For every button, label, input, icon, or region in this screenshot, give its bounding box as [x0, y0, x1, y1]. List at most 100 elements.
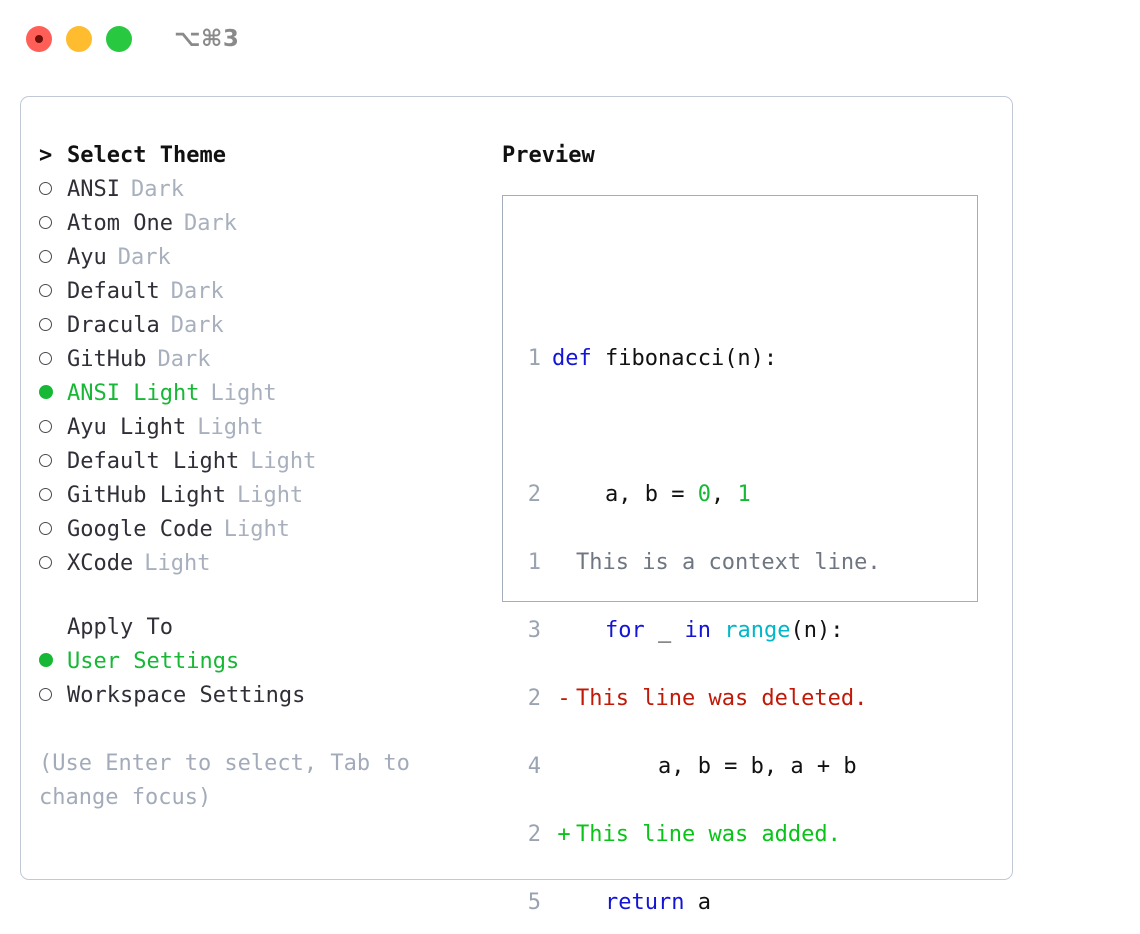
code-line: 2 a, b = 0, 1: [517, 478, 857, 512]
theme-selector-pane: > Select Theme ANSI Dark Atom One Dark A…: [39, 139, 479, 815]
theme-item-ayu-dark[interactable]: Ayu Dark: [39, 241, 479, 275]
diff-content: This line was deleted.: [576, 686, 868, 711]
theme-item-label: ANSI: [67, 177, 120, 202]
theme-item-ansi-light[interactable]: ANSI Light Light: [39, 377, 479, 411]
diff-marker: +: [557, 822, 571, 847]
preview-title: Preview: [502, 143, 595, 168]
line-number: 2: [527, 822, 541, 847]
theme-item-label: ANSI Light: [67, 381, 200, 406]
theme-item-variant: Dark: [117, 245, 171, 270]
theme-item-github-light[interactable]: GitHub Light Light: [39, 479, 479, 513]
minimize-window-button[interactable]: [66, 26, 92, 52]
theme-item-label: Default: [67, 279, 160, 304]
line-number: 1: [527, 346, 541, 371]
theme-item-variant: Dark: [130, 177, 184, 202]
diff-marker: [552, 546, 576, 580]
theme-item-atom-one-dark[interactable]: Atom One Dark: [39, 207, 479, 241]
code-line: 5 return a: [517, 886, 857, 920]
apply-to-header: Apply To: [39, 611, 479, 645]
radio-unselected-icon: [39, 343, 67, 377]
theme-item-label: GitHub Light: [67, 483, 226, 508]
code-content: return a: [604, 890, 711, 915]
apply-to-workspace-settings[interactable]: Workspace Settings: [39, 679, 479, 713]
theme-item-variant: Light: [210, 381, 277, 406]
radio-unselected-icon: [39, 275, 67, 309]
theme-item-variant: Dark: [170, 313, 224, 338]
theme-item-label: Ayu: [67, 245, 107, 270]
code-content: a, b = 0, 1: [552, 482, 751, 507]
theme-item-variant: Light: [223, 517, 290, 542]
radio-unselected-icon: [39, 207, 67, 241]
diff-content: This line was added.: [576, 822, 841, 847]
radio-unselected-icon: [39, 445, 67, 479]
theme-item-google-code[interactable]: Google Code Light: [39, 513, 479, 547]
diff-line-added: 2 + This line was added.: [517, 818, 881, 852]
theme-item-variant: Dark: [170, 279, 224, 304]
apply-to-item-label: Workspace Settings: [67, 683, 306, 708]
keyboard-hint-text: (Use Enter to select, Tab to change focu…: [39, 751, 424, 810]
radio-unselected-icon: [39, 479, 67, 513]
code-content: def fibonacci(n):: [552, 346, 778, 371]
section-divider: [39, 581, 479, 611]
theme-item-variant: Dark: [157, 347, 211, 372]
theme-item-variant: Dark: [183, 211, 237, 236]
theme-item-github-dark[interactable]: GitHub Dark: [39, 343, 479, 377]
diff-content: This is a context line.: [576, 550, 881, 575]
theme-item-label: GitHub: [67, 347, 147, 372]
theme-item-dracula-dark[interactable]: Dracula Dark: [39, 309, 479, 343]
line-number: 5: [527, 890, 541, 915]
code-content: for _ in range(n):: [604, 618, 844, 643]
radio-unselected-icon: [39, 513, 67, 547]
theme-item-default-light[interactable]: Default Light Light: [39, 445, 479, 479]
radio-selected-icon: [39, 645, 67, 679]
diff-sample: 1 This is a context line. 2 - This line …: [517, 444, 881, 934]
theme-item-label: Google Code: [67, 517, 213, 542]
code-line: 3 for _ in range(n):: [517, 614, 857, 648]
line-number: 1: [527, 550, 541, 575]
theme-item-variant: Light: [197, 415, 264, 440]
maximize-window-button[interactable]: [106, 26, 132, 52]
prompt-caret-icon: >: [39, 143, 53, 168]
theme-item-ayu-light[interactable]: Ayu Light Light: [39, 411, 479, 445]
diff-line-context: 1 This is a context line.: [517, 546, 881, 580]
preview-pane: Preview 1 def fibonacci(n): 2 a, b = 0, …: [502, 139, 992, 915]
window-controls: [26, 26, 132, 52]
radio-unselected-icon: [39, 173, 67, 207]
radio-unselected-icon: [39, 309, 67, 343]
line-number: 2: [527, 482, 541, 507]
radio-unselected-icon: [39, 411, 67, 445]
keyboard-shortcut-label: ⌥⌘3: [174, 26, 240, 52]
radio-unselected-icon: [39, 679, 67, 713]
code-content: a, b = b, a + b: [552, 754, 857, 779]
theme-item-label: Ayu Light: [67, 415, 187, 440]
radio-unselected-icon: [39, 547, 67, 581]
close-icon: [35, 35, 43, 43]
theme-item-variant: Light: [250, 449, 317, 474]
close-window-button[interactable]: [26, 26, 52, 52]
theme-item-variant: Light: [236, 483, 304, 508]
diff-line-deleted: 2 - This line was deleted.: [517, 682, 881, 716]
apply-to-item-label: User Settings: [67, 649, 240, 674]
theme-item-label: Atom One: [67, 211, 173, 236]
theme-item-label: Dracula: [67, 313, 160, 338]
code-line: 1 def fibonacci(n):: [517, 342, 857, 376]
code-line: 4 a, b = b, a + b: [517, 750, 857, 784]
theme-list-title: Select Theme: [67, 143, 226, 168]
theme-list-header: > Select Theme: [39, 139, 479, 173]
line-number: 2: [527, 686, 541, 711]
radio-selected-icon: [39, 377, 67, 411]
diff-marker: -: [557, 686, 571, 711]
apply-to-user-settings[interactable]: User Settings: [39, 645, 479, 679]
line-number: 3: [527, 618, 541, 643]
line-number: 4: [527, 754, 541, 779]
apply-to-title: Apply To: [67, 615, 173, 640]
theme-item-label: Default Light: [67, 449, 240, 474]
theme-item-label: XCode: [67, 551, 134, 576]
theme-item-default-dark[interactable]: Default Dark: [39, 275, 479, 309]
preview-box: 1 def fibonacci(n): 2 a, b = 0, 1 3 for …: [502, 195, 978, 915]
theme-item-xcode[interactable]: XCode Light: [39, 547, 479, 581]
main-card: > Select Theme ANSI Dark Atom One Dark A…: [20, 96, 1013, 915]
theme-item-variant: Light: [144, 551, 211, 576]
theme-item-ansi-dark[interactable]: ANSI Dark: [39, 173, 479, 207]
radio-unselected-icon: [39, 241, 67, 275]
